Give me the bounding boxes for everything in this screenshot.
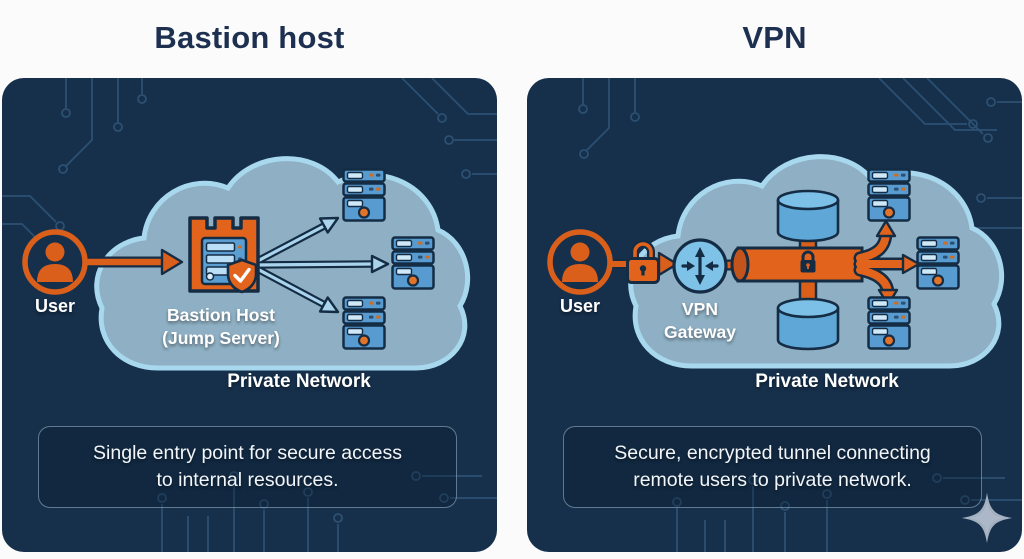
- user-label: User: [559, 296, 601, 316]
- user-icon: [25, 232, 85, 292]
- vpn-gateway-icon: [672, 238, 728, 294]
- user-to-bastion-arrow: [86, 248, 184, 276]
- tunnel-lock-icon: [800, 250, 816, 273]
- database-icon: [776, 297, 840, 351]
- vpn-diagram: [527, 78, 1022, 552]
- database-icon: [776, 189, 840, 243]
- vpn-description-line2: remote users to private network.: [633, 469, 912, 491]
- server-stack-icon: [916, 236, 960, 290]
- shield-check-icon: [226, 258, 258, 294]
- page-title-bastion: Bastion host: [154, 20, 345, 55]
- bastion-description-line2: to internal resources.: [156, 469, 339, 491]
- bastion-diagram: [2, 78, 497, 552]
- private-network-label: Private Network: [755, 371, 899, 392]
- bastion-host-label-line2: (Jump Server): [162, 328, 280, 349]
- vpn-description-box: Secure, encrypted tunnel connecting remo…: [563, 426, 982, 508]
- server-stack-icon: [342, 168, 386, 222]
- bastion-panel: User Bastion Host (Jump Server) Private …: [2, 78, 497, 552]
- bastion-host-label-line1: Bastion Host: [167, 305, 275, 325]
- user-label: User: [34, 296, 76, 316]
- tunnel-split-arrows: [853, 219, 921, 307]
- bastion-host-label: Bastion Host (Jump Server): [131, 304, 311, 350]
- vpn-panel: User VPN Gateway Private Network Secure,…: [527, 78, 1022, 552]
- vpn-description-line1: Secure, encrypted tunnel connecting: [614, 442, 931, 465]
- vpn-gateway-label-line1: VPN: [682, 299, 718, 319]
- encrypted-tunnel: [730, 246, 864, 283]
- vpn-gateway-label: VPN Gateway: [620, 298, 780, 344]
- server-stack-icon: [867, 296, 911, 350]
- bastion-host-icon: [188, 216, 260, 294]
- bastion-description-box: Single entry point for secure access to …: [38, 426, 457, 508]
- bastion-description-line1: Single entry point for secure access: [93, 442, 402, 465]
- circuit-pattern: [578, 78, 1022, 552]
- private-network-label: Private Network: [227, 371, 371, 392]
- user-icon: [550, 232, 610, 292]
- vpn-gateway-label-line2: Gateway: [664, 322, 736, 343]
- server-stack-icon: [867, 168, 911, 222]
- sparkle-watermark-icon: [961, 492, 1013, 544]
- access-arrows: [246, 216, 390, 314]
- padlock-icon: [626, 240, 660, 284]
- page-title-vpn: VPN: [742, 20, 807, 55]
- server-stack-icon: [342, 296, 386, 350]
- server-stack-icon: [391, 236, 435, 290]
